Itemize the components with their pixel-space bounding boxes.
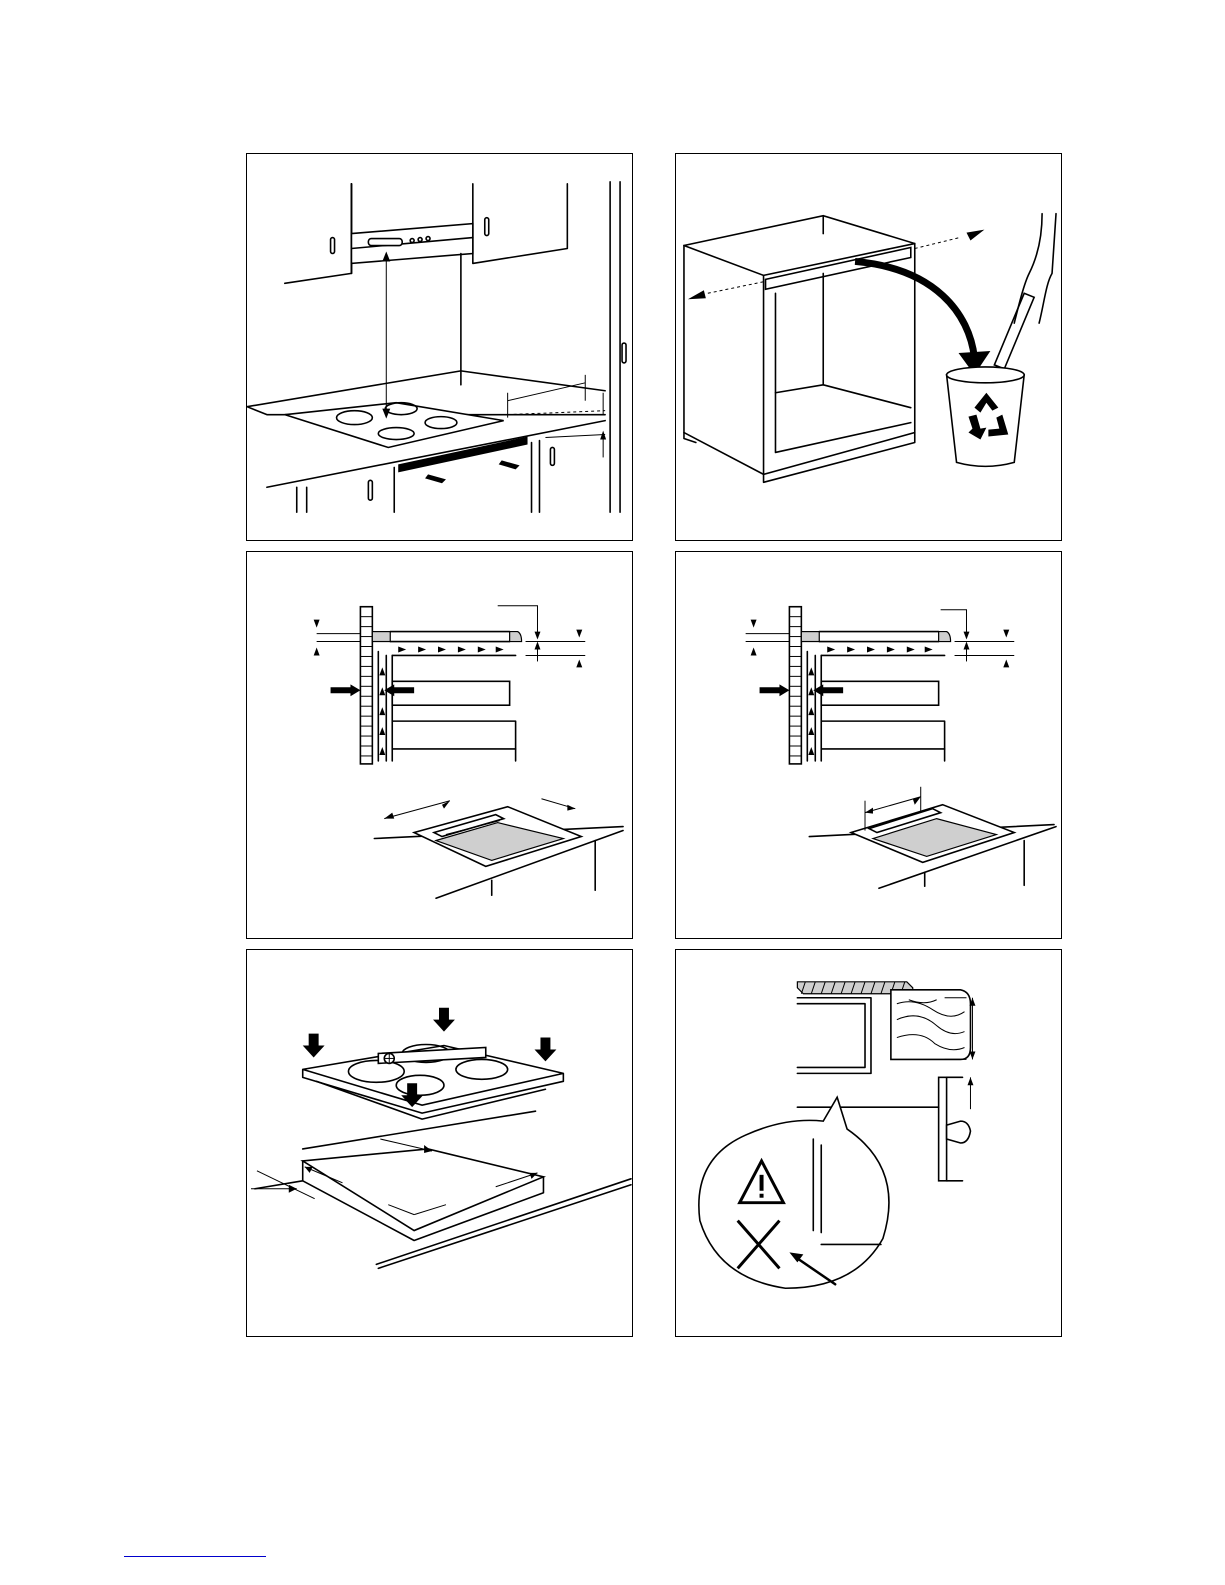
figure-cabinet-crossbar-removal (675, 153, 1062, 541)
hob-top (285, 403, 504, 448)
airflow-arrows-illustration (247, 552, 632, 938)
hood-light-slot (368, 239, 402, 246)
cabinet-illustration (676, 154, 1061, 540)
worktop-section (801, 632, 819, 642)
airflow-arrows-illustration (676, 552, 1061, 938)
brick-wall (789, 607, 801, 764)
cabinet-door-edge (939, 1077, 947, 1180)
cabinet-knob (947, 1121, 971, 1143)
cabinet-handle-left (331, 238, 335, 254)
worktop-section (372, 632, 390, 642)
brick-wall (360, 607, 372, 764)
footer-rule (124, 1556, 266, 1557)
kitchen-hob-clearance-illustration (247, 154, 632, 540)
figure-ventilation-gap-wall (675, 551, 1062, 939)
recycle-bin (947, 375, 1025, 467)
figure-worktop-edge-warning (675, 949, 1062, 1337)
cabinet-handle-right (485, 218, 489, 236)
worktop-cutout (303, 1149, 544, 1231)
hob-installation-illustration (247, 950, 632, 1336)
worktop-edge-detail (676, 950, 1061, 1336)
figure-hob-clearances-kitchen (246, 153, 633, 541)
zoom-bubble (699, 1097, 889, 1288)
figure-ventilation-gap-oven-below (246, 551, 633, 939)
figure-hob-seating-level (246, 949, 633, 1337)
crossbar-held (994, 293, 1034, 369)
